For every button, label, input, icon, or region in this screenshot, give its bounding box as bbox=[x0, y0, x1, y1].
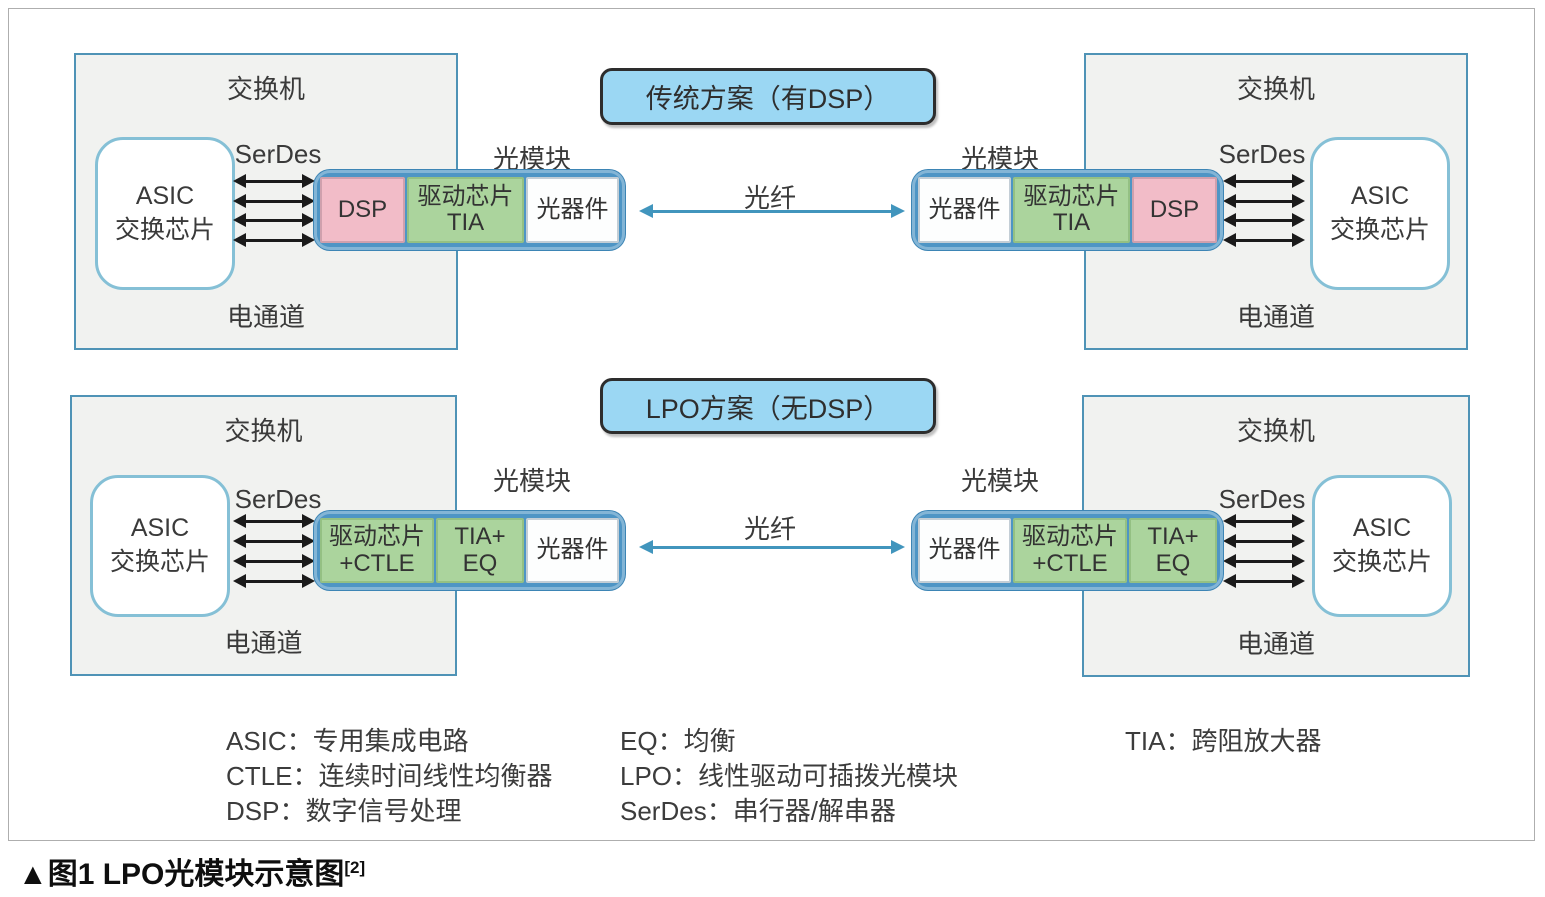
double-arrow bbox=[1223, 574, 1305, 588]
s2-left-driver-ctle-chip: 驱动芯片 +CTLE bbox=[320, 518, 434, 583]
s1-right-driver-tia-chip: 驱动芯片 TIA bbox=[1013, 177, 1130, 243]
eq-label: EQ bbox=[1155, 549, 1191, 577]
driver-chip-label: 驱动芯片 bbox=[417, 182, 514, 210]
figure-caption-text: ▲图1 LPO光模块示意图 bbox=[18, 858, 345, 891]
legend-item-eq: EQ：均衡 bbox=[620, 726, 736, 756]
asic-label-line2: 交换芯片 bbox=[114, 215, 215, 244]
double-arrow bbox=[233, 213, 315, 228]
legend-item-ctle: CTLE：连续时间线性均衡器 bbox=[226, 761, 553, 791]
s2-right-tia-eq-chip: TIA+ EQ bbox=[1129, 518, 1217, 583]
s2-right-optics-chip: 光器件 bbox=[918, 518, 1011, 583]
s2-right-serdes-arrows bbox=[1223, 514, 1305, 588]
double-arrow bbox=[1223, 213, 1305, 228]
double-arrow bbox=[1223, 554, 1305, 568]
tia-label: TIA bbox=[1052, 209, 1091, 236]
asic-label-line1: ASIC bbox=[130, 514, 190, 543]
double-arrow bbox=[1223, 232, 1305, 247]
s2-fiber-label: 光纤 bbox=[743, 514, 796, 544]
s1-left-switch-label: 交换机 bbox=[226, 74, 305, 104]
s2-right-switch-label: 交换机 bbox=[1236, 416, 1315, 446]
s2-left-serdes-arrows bbox=[233, 514, 315, 588]
s1-right-serdes-label: SerDes bbox=[1218, 139, 1306, 169]
driver-chip-label: 驱动芯片 bbox=[1023, 182, 1120, 210]
s1-left-serdes-arrows bbox=[233, 174, 315, 247]
s1-left-dsp-chip: DSP bbox=[320, 177, 405, 243]
s1-right-serdes-arrows bbox=[1223, 174, 1305, 247]
double-arrow bbox=[1223, 534, 1305, 548]
legend-item-asic: ASIC：专用集成电路 bbox=[226, 726, 469, 756]
s1-right-electrical-channel-label: 电通道 bbox=[1236, 302, 1315, 332]
asic-label-line1: ASIC bbox=[1352, 514, 1412, 543]
double-arrow bbox=[233, 174, 315, 188]
s1-right-optical-module-label: 光模块 bbox=[960, 144, 1039, 174]
legend-item-lpo: LPO：线性驱动可插拨光模块 bbox=[620, 761, 959, 791]
s1-left-driver-tia-chip: 驱动芯片 TIA bbox=[407, 177, 524, 243]
legend-item-dsp: DSP：数字信号处理 bbox=[226, 796, 462, 826]
double-arrow bbox=[233, 534, 315, 548]
s2-right-electrical-channel-label: 电通道 bbox=[1236, 629, 1315, 659]
s2-left-switch-label: 交换机 bbox=[224, 416, 303, 446]
legend-item-serdes: SerDes：串行器/解串器 bbox=[620, 796, 896, 826]
driver-chip-label: 驱动芯片 bbox=[329, 523, 425, 551]
s1-right-switch-label: 交换机 bbox=[1236, 74, 1315, 104]
s2-fiber-arrow bbox=[639, 540, 905, 554]
s2-left-tia-eq-chip: TIA+ EQ bbox=[436, 518, 524, 583]
s2-right-optical-module-label: 光模块 bbox=[960, 466, 1039, 496]
s1-title-pill: 传统方案（有DSP） bbox=[600, 68, 936, 125]
asic-label-line2: 交换芯片 bbox=[1329, 215, 1430, 244]
figure-caption-reference: [2] bbox=[344, 858, 366, 877]
s1-left-optical-module: DSP 驱动芯片 TIA 光器件 bbox=[314, 170, 625, 250]
s2-right-switch-box: 交换机 ASIC 交换芯片 电通道 bbox=[1082, 395, 1470, 677]
s1-left-optical-module-label: 光模块 bbox=[492, 144, 571, 174]
driver-chip-label: 驱动芯片 bbox=[1022, 523, 1118, 551]
legend-item-tia: TIA：跨阻放大器 bbox=[1125, 726, 1322, 756]
tia-label: TIA bbox=[446, 209, 485, 236]
asic-label-line1: ASIC bbox=[1350, 181, 1410, 210]
s2-right-driver-ctle-chip: 驱动芯片 +CTLE bbox=[1013, 518, 1127, 583]
s1-left-serdes-label: SerDes bbox=[234, 139, 322, 169]
s2-left-optical-module-label: 光模块 bbox=[492, 466, 571, 496]
s1-right-asic-chip: ASIC 交换芯片 bbox=[1310, 137, 1450, 290]
double-arrow bbox=[1223, 514, 1305, 528]
asic-label-line2: 交换芯片 bbox=[109, 548, 210, 576]
s1-left-electrical-channel-label: 电通道 bbox=[226, 302, 305, 332]
s2-right-optical-module: 光器件 驱动芯片 +CTLE TIA+ EQ bbox=[912, 511, 1223, 590]
s1-right-optical-module: 光器件 驱动芯片 TIA DSP bbox=[912, 170, 1223, 250]
s2-title-pill: LPO方案（无DSP） bbox=[600, 378, 936, 434]
s1-fiber-arrow bbox=[639, 204, 905, 218]
figure-caption: ▲图1 LPO光模块示意图[2] bbox=[18, 849, 365, 893]
s2-left-optical-module: 驱动芯片 +CTLE TIA+ EQ 光器件 bbox=[314, 511, 625, 590]
s2-right-serdes-label: SerDes bbox=[1218, 484, 1306, 514]
double-arrow bbox=[233, 232, 315, 247]
s1-fiber-label: 光纤 bbox=[743, 183, 796, 213]
tia-label: TIA+ bbox=[1147, 523, 1199, 551]
s2-left-electrical-channel-label: 电通道 bbox=[224, 628, 303, 658]
double-arrow bbox=[1223, 174, 1305, 188]
tia-label: TIA+ bbox=[454, 523, 506, 551]
s1-left-asic-chip: ASIC 交换芯片 bbox=[95, 137, 235, 290]
s1-left-optics-chip: 光器件 bbox=[526, 177, 619, 243]
double-arrow bbox=[1223, 193, 1305, 208]
asic-label-line2: 交换芯片 bbox=[1331, 548, 1432, 576]
s2-left-asic-chip: ASIC 交换芯片 bbox=[90, 475, 230, 617]
ctle-label: +CTLE bbox=[339, 549, 415, 577]
s2-left-serdes-label: SerDes bbox=[234, 484, 322, 514]
s1-right-optics-chip: 光器件 bbox=[918, 177, 1011, 243]
s2-right-asic-chip: ASIC 交换芯片 bbox=[1312, 475, 1452, 617]
eq-label: EQ bbox=[462, 549, 498, 577]
double-arrow bbox=[233, 554, 315, 568]
double-arrow bbox=[233, 574, 315, 588]
double-arrow bbox=[233, 514, 315, 528]
ctle-label: +CTLE bbox=[1032, 549, 1108, 577]
s2-left-optics-chip: 光器件 bbox=[526, 518, 619, 583]
asic-label-line1: ASIC bbox=[135, 181, 195, 210]
s1-right-dsp-chip: DSP bbox=[1132, 177, 1217, 243]
double-arrow bbox=[233, 193, 315, 208]
s1-left-switch-box: 交换机 ASIC 交换芯片 电通道 bbox=[74, 53, 458, 350]
